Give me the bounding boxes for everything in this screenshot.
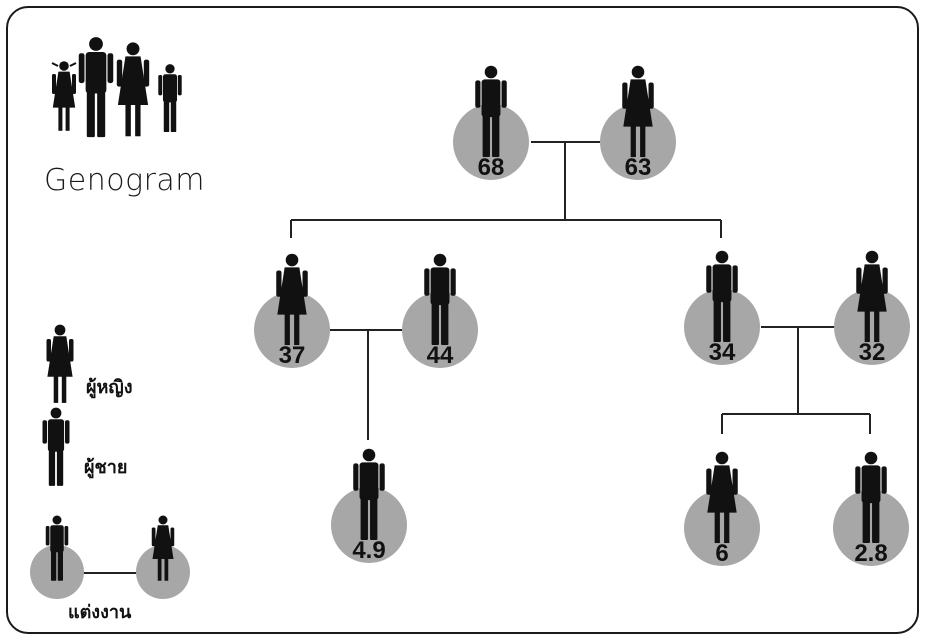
relationship-lines (83, 141, 871, 574)
person-circle (254, 292, 330, 368)
legend-married-label: แต่งงาน (68, 602, 132, 623)
legend-male-icon (42, 407, 70, 486)
person-circle (600, 104, 676, 180)
person-circle (331, 487, 407, 563)
person-node-grandson-1: 4.9 (331, 448, 407, 564)
person-circle (833, 490, 909, 566)
legend-female-icon (46, 324, 74, 403)
person-circle (684, 490, 760, 566)
person-node-daughter-in-law: 32 (834, 250, 910, 366)
person-circle (402, 292, 478, 368)
person-circle (834, 289, 910, 365)
person-node-grandmother: 63 (600, 65, 676, 181)
legend-marriage-circle-left (30, 545, 84, 599)
age-label: 4.9 (352, 537, 385, 564)
legend-male-label: ผู้ชาย (84, 457, 128, 478)
legend-female-label: ผู้หญิง (86, 377, 133, 398)
age-label: 44 (427, 342, 454, 369)
age-label: 2.8 (854, 540, 887, 567)
person-node-daughter: 37 (254, 253, 330, 369)
person-node-grandson-2: 2.8 (833, 451, 909, 567)
person-node-son-in-law: 44 (402, 253, 478, 369)
person-circle (453, 104, 529, 180)
legend-marriage-circle-right (136, 545, 190, 599)
person-node-grandfather: 68 (453, 65, 529, 181)
person-node-son: 34 (684, 250, 760, 366)
family-icon (51, 37, 182, 138)
legend (30, 324, 190, 599)
person-circle (684, 289, 760, 365)
diagram-title: Genogram (44, 163, 206, 198)
age-label: 32 (859, 339, 886, 366)
age-label: 37 (279, 342, 306, 369)
age-label: 63 (625, 154, 652, 181)
person-node-granddaughter: 6 (684, 451, 760, 567)
age-label: 34 (709, 339, 736, 366)
age-label: 68 (478, 154, 505, 181)
frame-border (6, 6, 919, 634)
age-label: 6 (715, 540, 728, 567)
